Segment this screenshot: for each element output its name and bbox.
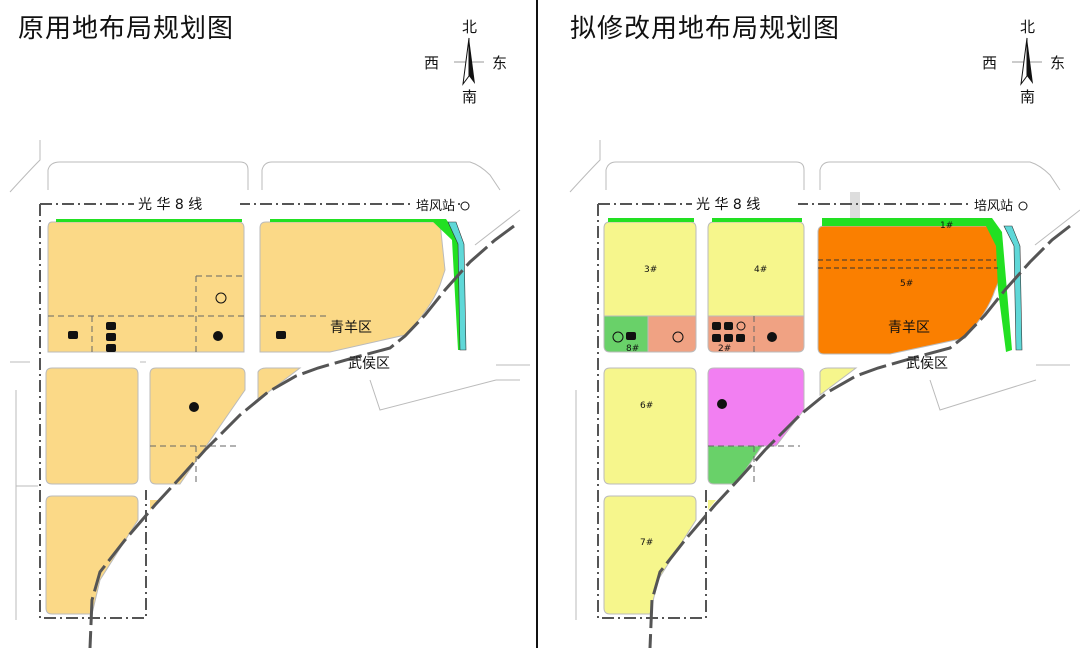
panel-title: 原用地布局规划图 (18, 14, 235, 44)
parcel-group (45, 221, 446, 615)
station-label: 培风站 (416, 198, 455, 214)
compass-needle-icon (454, 37, 484, 86)
district-wuhou-label: 武侯区 (906, 356, 948, 372)
school-icon (717, 399, 727, 409)
facility-icon (612, 331, 624, 343)
parcel-label-2: 2# (718, 344, 731, 354)
compass-west: 西 (982, 54, 998, 72)
district-qingyang-label: 青羊区 (330, 320, 372, 336)
facility-icon (106, 344, 116, 352)
compass: 北 南 西 东 (420, 16, 520, 108)
parcel-label-3: 3# (644, 265, 657, 275)
parcel-label-5: 5# (900, 279, 913, 289)
land-use-map: 光 华 8 线 培风站 青羊区 武侯区 (9, 140, 530, 648)
parcel-label-6: 6# (640, 401, 653, 411)
land-use-map: 光 华 8 线 培风站 青羊区 武侯区 1# 2# 3# 4# 5# 6# 7#… (569, 140, 1080, 648)
parcel-label-4: 4# (754, 265, 767, 275)
facility-icon (724, 322, 733, 330)
compass-west: 西 (424, 54, 440, 72)
facility-icon (736, 334, 745, 342)
facility-icon (68, 331, 78, 339)
revised-plan-panel: 拟修改用地布局规划图 北 南 西 东 (540, 0, 1080, 648)
facility-icon (767, 332, 777, 342)
panel-title: 拟修改用地布局规划图 (570, 14, 841, 44)
facility-icon (213, 331, 223, 341)
parcel-label-1: 1# (940, 221, 953, 231)
compass-south: 南 (1020, 88, 1036, 106)
compass-north: 北 (462, 18, 478, 36)
road-label: 光 华 8 线 (138, 197, 202, 213)
compass-east: 东 (492, 54, 508, 72)
facility-icon-group (612, 201, 1028, 409)
original-plan-panel: 原用地布局规划图 北 南 西 东 (0, 0, 537, 648)
facility-icon (276, 331, 286, 339)
compass: 北 南 西 东 (978, 16, 1078, 108)
panel-divider (536, 0, 538, 648)
district-qingyang-label: 青羊区 (888, 320, 930, 336)
road-label: 光 华 8 线 (696, 197, 760, 213)
compass-north: 北 (1020, 18, 1036, 36)
compass-east: 东 (1050, 54, 1066, 72)
facility-icon (712, 322, 721, 330)
facility-icon-group (68, 201, 470, 412)
school-icon (189, 402, 199, 412)
facility-icon (215, 292, 227, 304)
compass-south: 南 (462, 88, 478, 106)
compass-needle-icon (1012, 37, 1042, 86)
station-label: 培风站 (974, 198, 1013, 214)
station-icon (460, 201, 470, 211)
facility-icon (626, 332, 636, 340)
facility-icon (736, 321, 746, 331)
parcel-group (603, 221, 1003, 615)
facility-icon (106, 333, 116, 341)
facility-icon (106, 322, 116, 330)
facility-icon (724, 334, 733, 342)
facility-icon (672, 331, 684, 343)
parcel-label-7: 7# (640, 538, 653, 548)
parcel-label-8: 8# (626, 344, 639, 354)
facility-icon (712, 334, 721, 342)
station-icon (1018, 201, 1028, 211)
district-wuhou-label: 武侯区 (348, 356, 390, 372)
